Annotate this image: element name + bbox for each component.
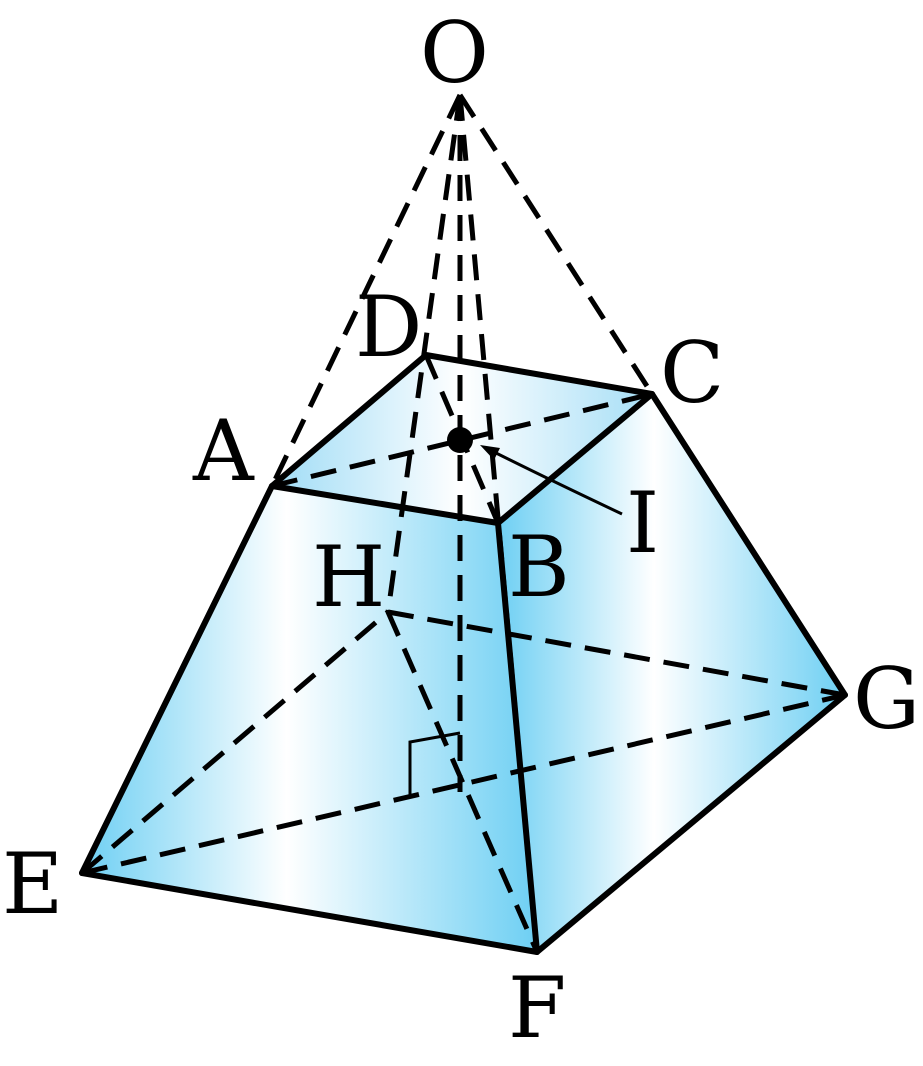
- solid-edges: [79, 352, 848, 955]
- point-I-dot: [447, 427, 473, 453]
- edge-EF: [79, 870, 540, 955]
- pointer-I-arrowhead: [480, 445, 500, 460]
- diagonal-HF: [385, 610, 540, 954]
- label-I: I: [626, 474, 659, 572]
- label-E: E: [2, 835, 63, 933]
- edge-BF: [495, 520, 540, 955]
- pointer-I: [489, 448, 623, 516]
- edge-OC: [457, 93, 655, 396]
- edge-EH: [80, 610, 390, 875]
- label-F: F: [508, 959, 566, 1057]
- edge-AE: [79, 483, 275, 876]
- label-B: B: [508, 518, 570, 616]
- diagonal-EG: [81, 692, 846, 876]
- label-A: A: [192, 402, 255, 500]
- edge-AD-DC: [269, 352, 655, 489]
- right-angle-marker: [408, 731, 461, 796]
- diagonal-AC: [271, 391, 653, 489]
- lateral-face-ABFE: [82, 486, 537, 952]
- edge-FG: [534, 692, 848, 955]
- label-H: H: [312, 528, 385, 626]
- line-OB-F: [457, 94, 540, 953]
- label-O: O: [420, 4, 489, 102]
- edge-OA: [269, 93, 463, 488]
- label-C: C: [660, 324, 724, 422]
- edge-CG: [649, 391, 848, 698]
- label-D: D: [355, 278, 422, 376]
- label-G: G: [853, 650, 920, 748]
- lateral-face-BCGF: [498, 394, 845, 952]
